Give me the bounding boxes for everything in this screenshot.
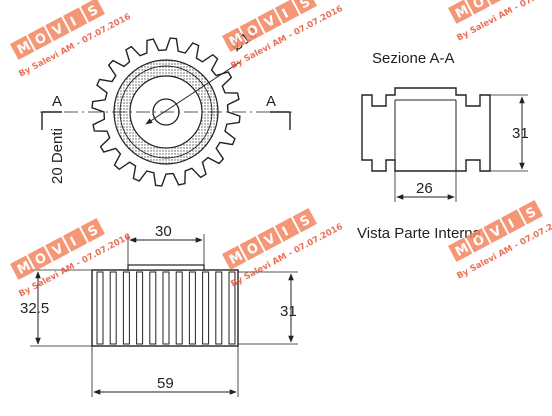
side-tooth-groove <box>202 271 210 345</box>
side-view: 30 32.5 31 59 <box>20 223 298 397</box>
watermark-tile <box>274 217 300 242</box>
section-a-a-view: Sezione A-A 31 26 Vista Parte Interna <box>357 50 529 242</box>
watermark-tile <box>448 0 473 24</box>
watermark-tile <box>62 227 88 252</box>
watermark-letter: I <box>280 224 291 240</box>
watermark-tile <box>465 228 491 253</box>
watermark-letter: I <box>506 216 517 232</box>
hub-width-label: 30 <box>155 223 172 240</box>
watermark-letter: I <box>68 14 79 30</box>
side-tooth-groove <box>109 271 117 345</box>
side-hub <box>127 264 205 271</box>
side-tooth-groove <box>149 271 157 345</box>
watermark-letter: M <box>227 31 245 50</box>
watermark-tile <box>257 8 282 34</box>
watermark-letter: M <box>453 241 471 260</box>
watermark-tile <box>239 236 265 261</box>
watermark-tile <box>274 0 300 24</box>
section-marker-right: A <box>266 93 276 110</box>
watermark-tile <box>483 218 508 244</box>
watermark-letter: M <box>15 259 33 278</box>
side-tooth-groove <box>96 271 104 345</box>
gear-front-view: Ø10 A A 20 Denti <box>40 24 292 187</box>
side-tooth-groove <box>162 271 170 345</box>
section-marker-left: A <box>52 93 62 110</box>
watermark-tile <box>27 26 53 51</box>
watermark-tile <box>80 0 105 23</box>
watermark-tile <box>222 27 247 52</box>
total-width-label: 59 <box>157 375 174 392</box>
watermark-tile <box>257 226 282 252</box>
diameter-leader <box>145 61 241 125</box>
watermark-letter: V <box>488 0 504 3</box>
watermark-tile <box>10 255 35 280</box>
watermark-tile <box>292 0 317 15</box>
side-tooth-groove <box>136 271 144 345</box>
watermark-tile <box>62 7 88 32</box>
watermark-credit: By Salevi AM - 07.07.2016 <box>455 214 552 282</box>
watermark-tile <box>239 18 265 43</box>
watermark-tile <box>80 217 105 243</box>
outer-diameter-label: 32.5 <box>20 300 49 317</box>
watermark-tile <box>500 209 526 234</box>
watermark-tile <box>448 237 473 262</box>
side-tooth-groove <box>175 271 183 345</box>
section-title: Sezione A-A <box>372 50 455 67</box>
watermark-letter: M <box>227 249 245 268</box>
section-height-label: 31 <box>512 125 529 142</box>
watermark-tile <box>45 236 70 262</box>
watermark-tile <box>518 199 543 225</box>
watermark-letter: I <box>68 234 79 250</box>
watermark-letter: M <box>453 3 471 22</box>
watermark-letter: M <box>15 39 33 58</box>
watermark-letter: I <box>280 6 291 22</box>
watermark-tile <box>27 246 53 271</box>
watermark-tile <box>292 207 317 233</box>
side-tooth-groove <box>188 271 196 345</box>
side-tooth-groove <box>122 271 130 345</box>
inner-diameter-label: 31 <box>280 303 297 320</box>
watermark-tile <box>10 35 35 60</box>
watermark-tile <box>222 245 247 270</box>
teeth-count-label: 20 Denti <box>49 128 66 184</box>
side-tooth-groove <box>215 271 223 345</box>
watermark-tile <box>465 0 491 15</box>
side-teeth-group <box>96 271 236 345</box>
watermark-tile <box>45 16 70 42</box>
inner-view-title: Vista Parte Interna <box>357 225 482 242</box>
side-tooth-groove <box>228 271 236 345</box>
section-width-label: 26 <box>416 180 433 197</box>
